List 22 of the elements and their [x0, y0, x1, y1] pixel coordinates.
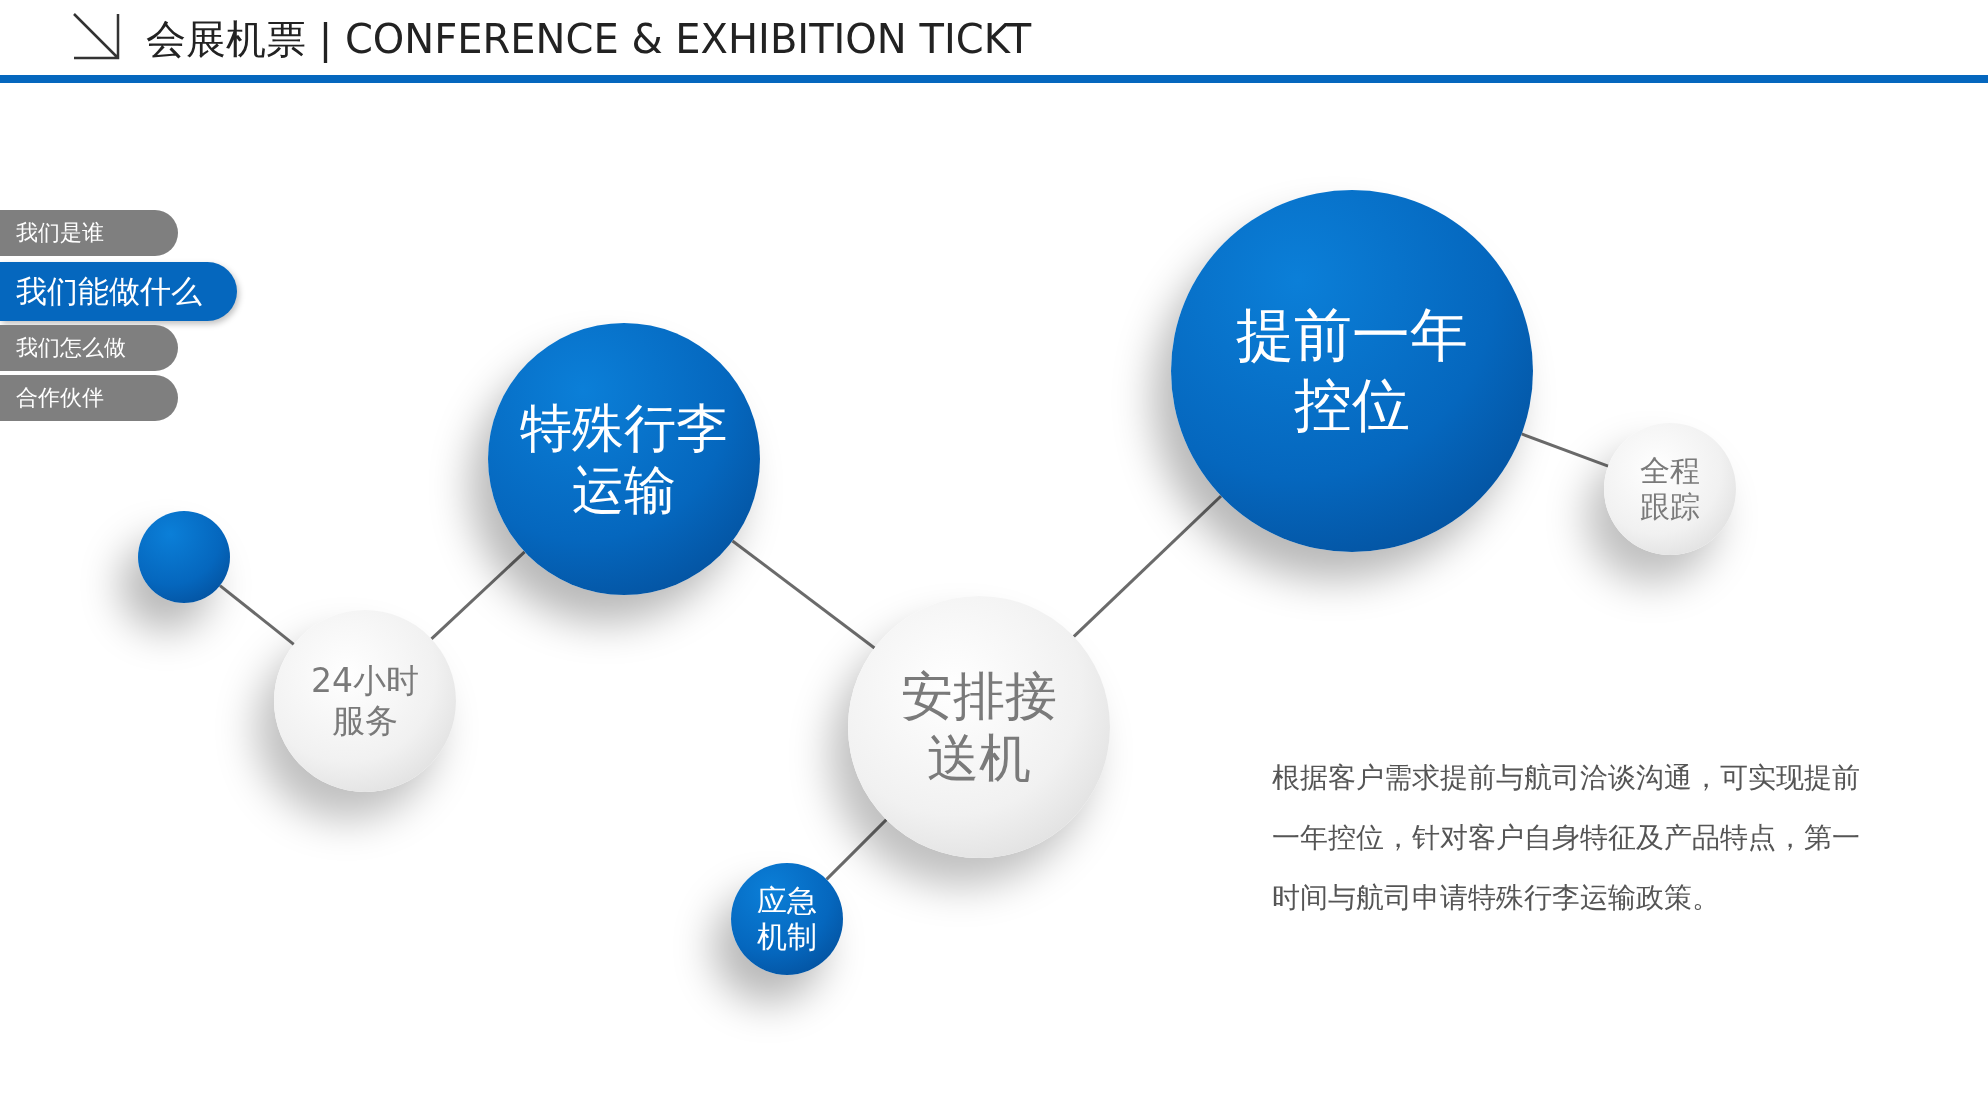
connector-line [1521, 432, 1609, 468]
nav-tab [0, 375, 178, 421]
page-title: 会展机票 | CONFERENCE & EXHIBITION TICKT [146, 15, 1032, 65]
node-label: 全程跟踪 [1639, 453, 1701, 525]
nav-tab [0, 262, 237, 321]
tab-label: 我们能做什么 [16, 271, 202, 311]
tab-label: 我们是谁 [16, 219, 104, 247]
connector-line [731, 539, 876, 650]
connector-line [430, 550, 526, 640]
description-paragraph: 根据客户需求提前与航司洽谈沟通，可实现提前一年控位，针对客户自身特征及产品特点，第一时间与航司申请特殊行李运输政策。 [1272, 760, 1861, 916]
node-label: 应急机制 [756, 883, 818, 955]
node-label: 提前一年控位 [1235, 301, 1469, 441]
nav-tab [0, 325, 178, 371]
node-label: 安排接送机 [900, 664, 1058, 790]
node-label: 24小时服务 [310, 661, 420, 741]
connector-line [1072, 494, 1223, 638]
connector-line [219, 584, 295, 646]
tab-label: 我们怎么做 [16, 334, 126, 362]
node-label: 特殊行李运输 [519, 396, 729, 522]
tab-label: 合作伙伴 [16, 384, 104, 412]
nav-tab [0, 210, 178, 256]
connector-line [825, 818, 888, 881]
